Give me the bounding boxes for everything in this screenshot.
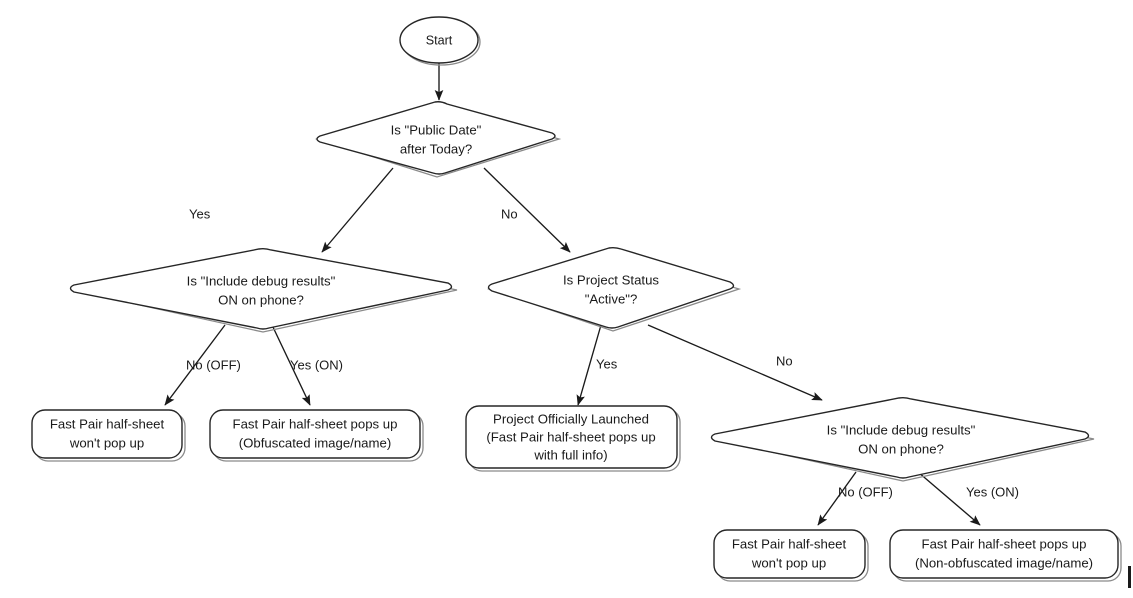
debug-right-diamond	[710, 396, 1090, 479]
node-term-left-no-line1: Fast Pair half-sheet	[50, 416, 165, 431]
node-term-left-yes-line2: (Obfuscated image/name)	[239, 435, 391, 450]
launched-box	[465, 405, 678, 469]
edge-line	[917, 471, 981, 526]
project-status-diamond	[487, 246, 735, 329]
node-public-date-line1: Is "Public Date"	[391, 122, 482, 137]
node-debug-left-line1: Is "Include debug results"	[187, 273, 336, 288]
edge-label-project-status-no: No	[776, 353, 793, 368]
edge-line	[817, 471, 857, 526]
edge-label-public-date-yes: Yes	[189, 206, 211, 221]
node-term-left-yes-line1: Fast Pair half-sheet pops up	[233, 416, 398, 431]
term-right-yes-box	[889, 529, 1119, 579]
edge-line	[321, 167, 394, 253]
node-term-left-no[interactable]: Fast Pair half-sheet won't pop up	[31, 409, 186, 462]
node-project-status-line2: "Active"?	[585, 291, 638, 306]
node-debug-left-decision[interactable]: Is "Include debug results" ON on phone?	[69, 247, 458, 333]
node-debug-left-line2: ON on phone?	[218, 292, 304, 307]
start-ellipse	[399, 16, 479, 64]
node-launched-line1: Project Officially Launched	[493, 411, 649, 426]
edge-label-debug-left-yes: Yes (ON)	[290, 357, 343, 372]
edge-label-debug-left-no: No (OFF)	[186, 357, 241, 372]
term-left-no-box	[31, 409, 183, 459]
node-public-date-line2: after Today?	[400, 141, 472, 156]
node-term-right-no[interactable]: Fast Pair half-sheet won't pop up	[713, 529, 869, 582]
edge-line	[647, 324, 823, 401]
node-project-status-line1: Is Project Status	[563, 272, 659, 287]
node-start-label: Start	[426, 33, 453, 47]
edge-line	[483, 167, 571, 253]
node-term-right-no-line2: won't pop up	[751, 555, 826, 570]
node-term-right-yes-line1: Fast Pair half-sheet pops up	[922, 536, 1087, 551]
edge-public-date-no: No	[483, 167, 571, 253]
edge-project-status-no: No	[647, 324, 823, 401]
edge-line	[271, 324, 311, 406]
node-debug-right-decision[interactable]: Is "Include debug results" ON on phone?	[710, 396, 1095, 482]
node-debug-right-line2: ON on phone?	[858, 441, 944, 456]
node-term-left-yes[interactable]: Fast Pair half-sheet pops up (Obfuscated…	[209, 409, 424, 462]
edge-label-project-status-yes: Yes	[596, 356, 618, 371]
edge-debug-left-no: No (OFF)	[164, 324, 241, 406]
node-public-date-decision[interactable]: Is "Public Date" after Today?	[314, 101, 562, 178]
node-launched-line2: (Fast Pair half-sheet pops up	[486, 429, 655, 444]
edge-debug-right-no: No (OFF)	[817, 471, 893, 526]
node-term-right-no-line1: Fast Pair half-sheet	[732, 536, 847, 551]
node-project-status-decision[interactable]: Is Project Status "Active"?	[486, 246, 742, 332]
debug-left-diamond	[69, 247, 453, 330]
edge-project-status-yes: Yes	[576, 324, 618, 406]
node-term-right-yes-line2: (Non-obfuscated image/name)	[915, 555, 1093, 570]
public-date-diamond	[316, 101, 556, 175]
edge-line	[164, 324, 226, 406]
edge-public-date-yes: Yes	[189, 167, 394, 253]
node-launched-line3: with full info)	[533, 447, 607, 462]
edge-debug-left-yes: Yes (ON)	[271, 324, 343, 406]
term-left-yes-box	[209, 409, 421, 459]
node-launched[interactable]: Project Officially Launched (Fast Pair h…	[465, 405, 681, 472]
edge-label-debug-right-no: No (OFF)	[838, 484, 893, 499]
node-term-left-no-line2: won't pop up	[69, 435, 144, 450]
edge-debug-right-yes: Yes (ON)	[917, 471, 1019, 526]
edge-line	[576, 324, 602, 406]
page-edge-mark	[1128, 566, 1131, 588]
edge-label-debug-right-yes: Yes (ON)	[966, 484, 1019, 499]
edge-label-public-date-no: No	[501, 206, 518, 221]
node-start[interactable]: Start	[399, 16, 481, 66]
node-term-right-yes[interactable]: Fast Pair half-sheet pops up (Non-obfusc…	[889, 529, 1122, 582]
node-debug-right-line1: Is "Include debug results"	[827, 422, 976, 437]
term-right-no-box	[713, 529, 866, 579]
